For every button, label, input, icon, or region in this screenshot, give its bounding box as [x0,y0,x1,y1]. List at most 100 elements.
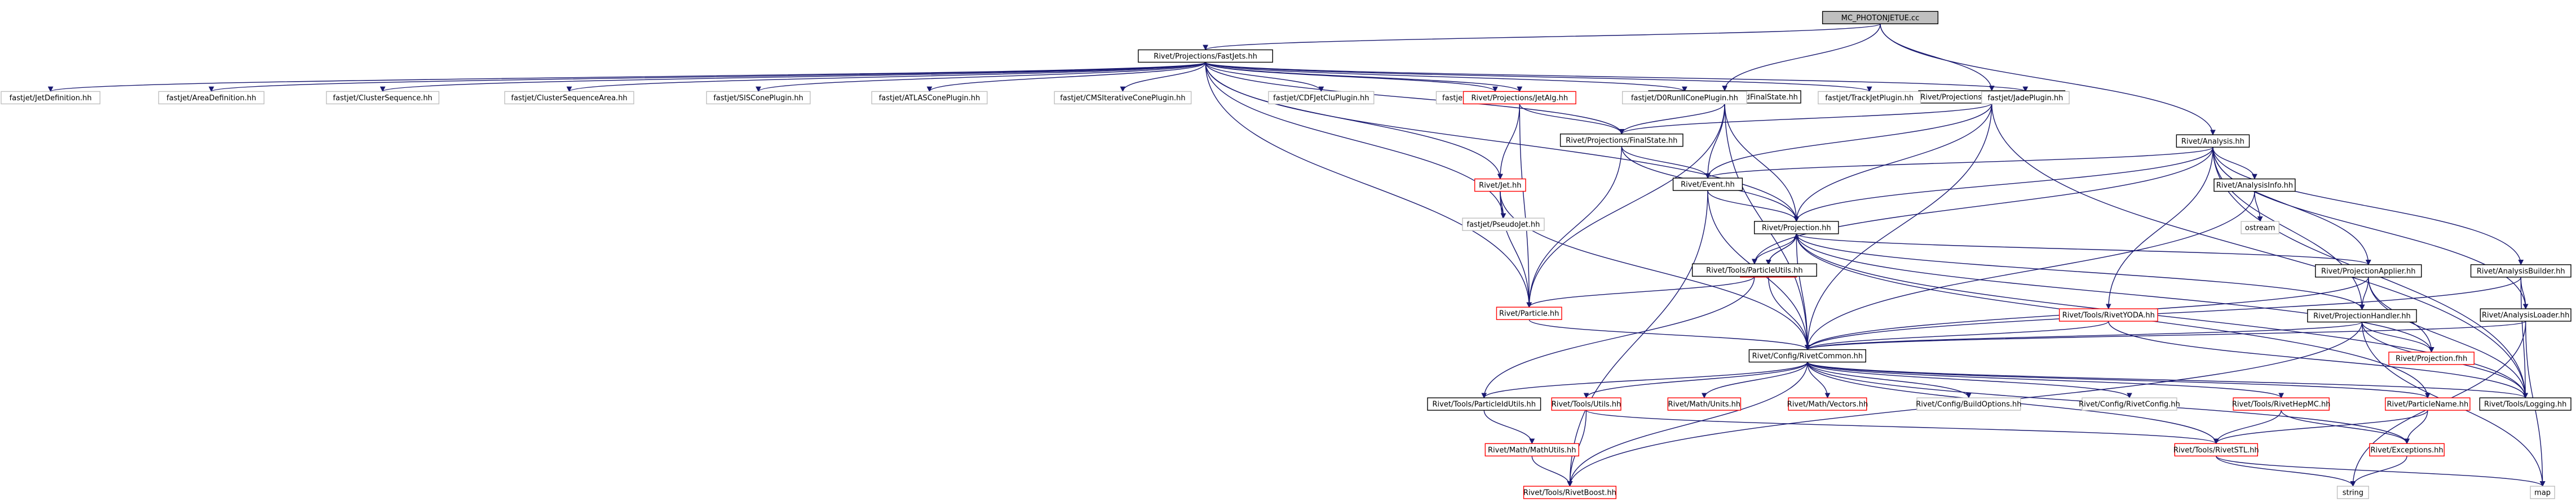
node-box [1462,91,1576,105]
node-logging[interactable]: Rivet/Tools/Logging.hh [2479,397,2571,411]
node-label: Rivet/Projection.fhh [2396,354,2467,363]
node-box [1496,306,1562,320]
node-particleutils[interactable]: Rivet/Tools/ParticleUtils.hh [1691,263,1817,277]
node-fj_cs: fastjet/ClusterSequence.hh [326,91,440,105]
edge-rivetcommon-to-mathunits [1701,362,1808,399]
node-toolsutils[interactable]: Rivet/Tools/Utils.hh [1551,397,1621,411]
edge-analysisbuilder-to-rivetcommon [1805,277,2521,350]
node-box [2058,308,2158,322]
edge-analysis-to-analysisbuilder [2212,147,2524,265]
node-buildoptions: Rivet/Config/BuildOptions.hh [1916,397,2022,411]
node-box [2369,443,2445,457]
edge-fastjets-to-jetalg [1205,61,1523,92]
node-label: Rivet/AnalysisLoader.hh [2482,312,2569,320]
node-label: Rivet/Tools/ParticleUtils.hh [1706,266,1802,275]
node-label: Rivet/Projections/FastJets.hh [1154,52,1257,61]
node-event[interactable]: Rivet/Event.hh [1672,177,1743,191]
node-rivetyoda[interactable]: Rivet/Tools/RivetYODA.hh [2058,308,2158,322]
node-box [158,91,264,105]
edge-projapplier-to-projhandler [2359,277,2369,310]
node-box [2336,486,2369,499]
node-box [1462,217,1545,231]
node-rivetboost[interactable]: Rivet/Tools/RivetBoost.hh [1523,486,1617,499]
node-label: Rivet/Config/RivetConfig.hh [2079,401,2180,409]
node-layer: MC_PHOTONJETUE.ccRivet/Projections/FastJ… [1,11,2571,499]
node-analysisloader[interactable]: Rivet/AnalysisLoader.hh [2480,308,2571,322]
node-label: Rivet/Jet.hh [1479,181,1521,190]
node-label: fastjet/AreaDefinition.hh [166,94,256,103]
node-label: Rivet/ParticleName.hh [2387,401,2468,409]
node-finalstate[interactable]: Rivet/Projections/FinalState.hh [1559,134,1684,147]
node-jet[interactable]: Rivet/Jet.hh [1474,178,1526,192]
edge-fastjets-to-fj_cs [380,61,1206,92]
edge-rivetyoda-to-rivetcommon [1805,321,2109,350]
edge-fastjets-to-fj_trackjet [1205,61,1872,92]
node-label: map [2534,489,2551,497]
node-mathutils[interactable]: Rivet/Math/MathUtils.hh [1484,443,1579,457]
node-box [706,91,811,105]
node-rivethepmc[interactable]: Rivet/Tools/RivetHepMC.hh [2232,397,2331,411]
edge-fastjets-to-fj_atlascone [926,61,1206,92]
node-fj_jetdef: fastjet/JetDefinition.hh [1,91,101,105]
node-particleidutils[interactable]: Rivet/Tools/ParticleIdUtils.hh [1427,397,1541,411]
edge-fastjets-to-fj_cmscone [1120,62,1206,92]
node-label: ostream [2245,224,2275,232]
node-projectionfhh[interactable]: Rivet/Projection.fhh [2388,352,2475,365]
edge-projection-to-projapplier [1796,233,2371,265]
edge-fastjets-to-fj_jade [1205,61,2028,92]
node-label: Rivet/Tools/Utils.hh [1552,401,1621,409]
node-fj_d0run: fastjet/D0RunIIConePlugin.hh [1621,91,1747,105]
node-box [2213,178,2296,192]
node-rivetconfig: Rivet/Config/RivetConfig.hh [2079,397,2180,411]
node-fj_jade: fastjet/JadePlugin.hh [1981,91,2070,105]
node-analysisinfo[interactable]: Rivet/AnalysisInfo.hh [2213,178,2296,192]
node-jetalg[interactable]: Rivet/Projections/JetAlg.hh [1462,91,1576,105]
node-rivetstl[interactable]: Rivet/Tools/RivetSTL.hh [2173,443,2259,457]
node-projhandler[interactable]: Rivet/ProjectionHandler.hh [2307,309,2417,323]
node-label: fastjet/JetDefinition.hh [10,94,92,103]
node-box [2530,486,2555,499]
node-projapplier[interactable]: Rivet/ProjectionApplier.hh [2315,264,2422,278]
edge-analysis-to-projhandler [2212,147,2365,310]
node-label: fastjet/CDFJetCluPlugin.hh [1273,94,1369,103]
edge-event-to-rivetboost [1567,190,1708,487]
edge-chargedfs-to-finalstate [1619,103,1992,135]
node-projection[interactable]: Rivet/Projection.hh [1753,221,1839,234]
node-mathunits[interactable]: Rivet/Math/Units.hh [1667,397,1742,411]
edge-root-to-analysis [1880,24,2216,136]
node-label: Rivet/Math/Vectors.hh [1787,401,1868,409]
node-box [2174,443,2258,457]
node-label: fastjet/ClusterSequence.hh [333,94,432,103]
node-label: Rivet/Tools/ParticleIdUtils.hh [1432,401,1536,409]
node-mathvectors[interactable]: Rivet/Math/Vectors.hh [1787,397,1868,411]
node-box [1621,91,1747,105]
node-box [2385,397,2471,411]
node-box [1268,91,1375,105]
edge-analysisloader-to-rivetcommon [1805,321,2526,350]
edge-cmp-to-projection [1768,233,1800,265]
node-label: Rivet/Exceptions.hh [2370,446,2443,455]
node-rivetcommon[interactable]: Rivet/Config/RivetCommon.hh [1748,349,1866,363]
node-fastjets[interactable]: Rivet/Projections/FastJets.hh [1138,49,1273,63]
node-box [1523,486,1617,499]
node-analysis[interactable]: Rivet/Analysis.hh [2176,134,2250,148]
edge-identfs-to-particle [1526,103,1725,308]
edge-projection-to-rivetcommon [1796,233,1810,350]
node-exceptions[interactable]: Rivet/Exceptions.hh [2369,443,2445,457]
edge-fastjets-to-finalstate [1205,62,1625,135]
edge-root-to-chargedfs [1880,24,1995,91]
node-particle[interactable]: Rivet/Particle.hh [1496,306,1562,320]
edge-fastjets-to-fj_csarea [567,61,1206,92]
node-label: Rivet/Projections/JetAlg.hh [1472,94,1568,103]
edge-particlename-to-exceptions [2404,410,2428,445]
edge-identfs-to-event [1705,103,1725,179]
edge-analysisinfo-to-ostream [2254,191,2263,222]
node-label: Rivet/Projection.hh [1762,224,1831,232]
edge-rivetcommon-to-particleidutils [1481,362,1808,399]
node-particlename[interactable]: Rivet/ParticleName.hh [2385,397,2471,411]
edge-jetalg-to-jet [1497,104,1520,180]
edge-finalstate-to-particle [1526,146,1622,308]
edge-fastjets-to-fj_siscone [755,61,1206,92]
node-analysisbuilder[interactable]: Rivet/AnalysisBuilder.hh [2470,264,2571,278]
